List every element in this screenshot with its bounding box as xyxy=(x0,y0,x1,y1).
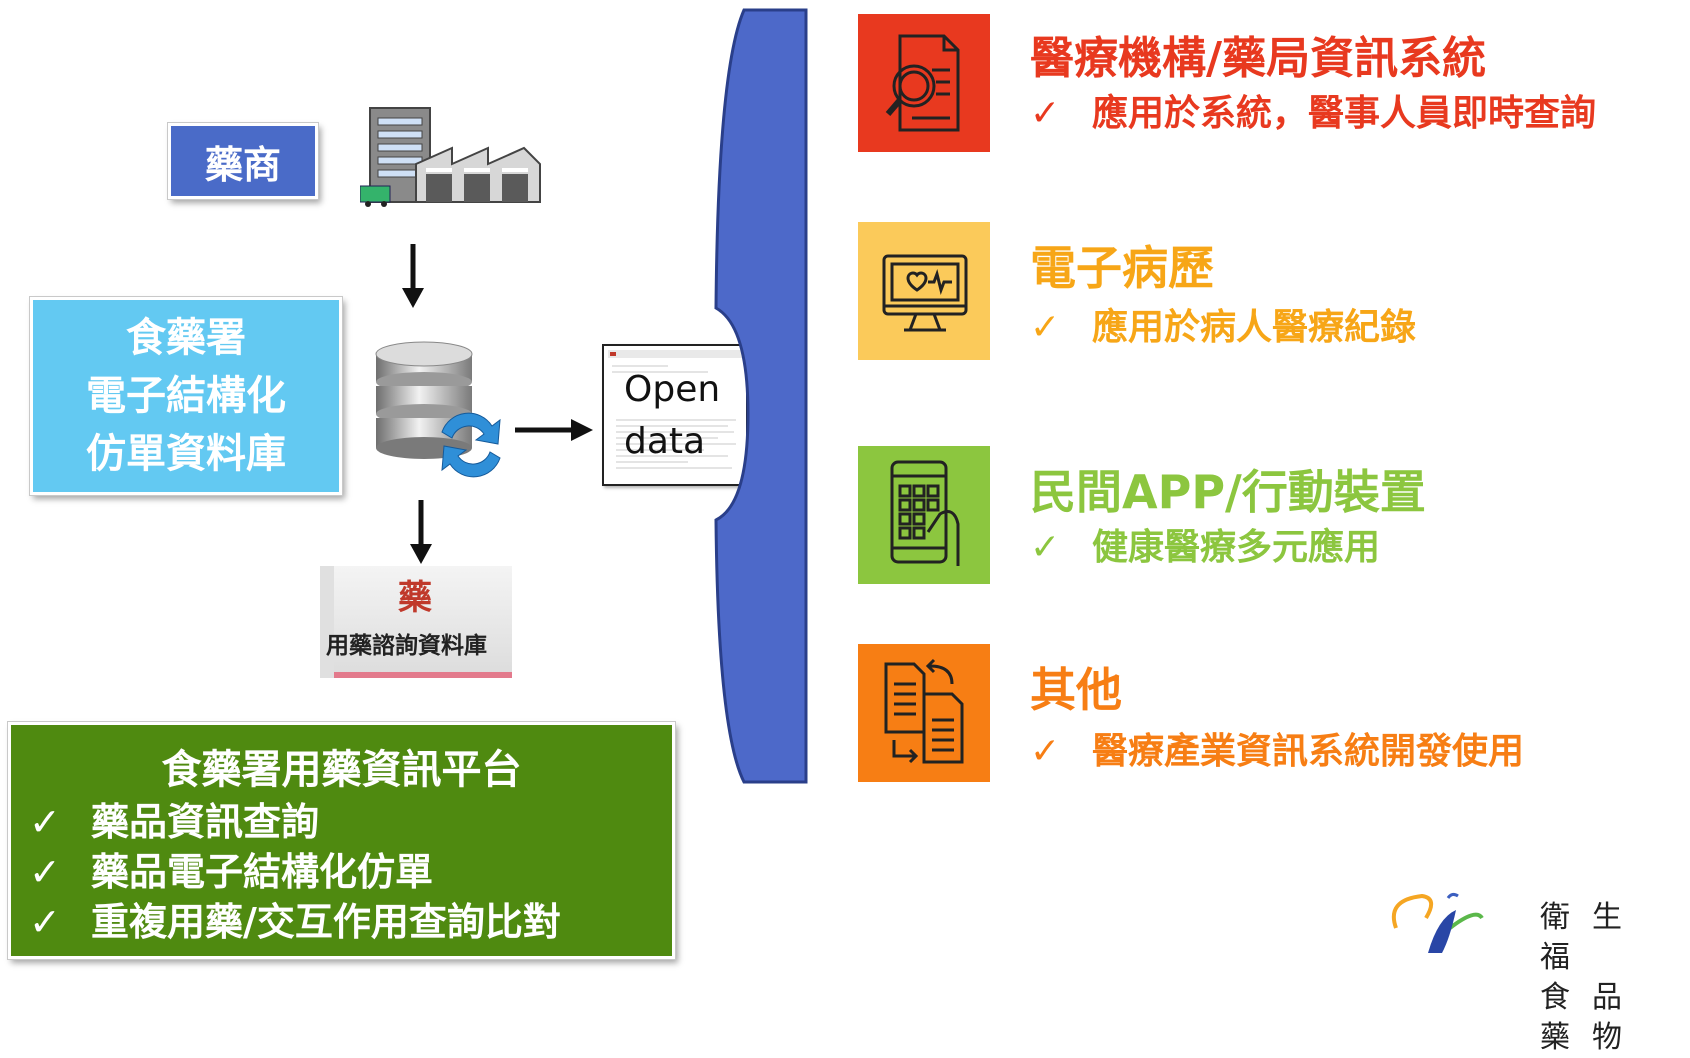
category-title: 民間APP/行動裝置 xyxy=(1030,465,1426,519)
category-title: 其他 xyxy=(1030,663,1122,717)
platform-item: ✓ 藥品資訊查詢 xyxy=(29,791,319,846)
arrow-down-icon xyxy=(410,500,432,564)
tfda-platform-box: 食藥署用藥資訊平台 ✓ 藥品資訊查詢 ✓ 藥品電子結構化仿單 ✓ 重複用藥/交互作用查… xyxy=(7,721,676,960)
database-sync-icon xyxy=(375,341,501,478)
category-title: 醫療機構/藥局資訊系統 xyxy=(1030,33,1487,84)
check-icon: ✓ xyxy=(29,800,61,844)
platform-title: 食藥署用藥資訊平台 xyxy=(161,747,522,793)
check-icon: ✓ xyxy=(1030,93,1061,134)
drug-glyph: 藥 xyxy=(398,578,432,618)
category-desc-text: 應用於病人醫療紀錄 xyxy=(1092,307,1417,348)
distribution-bracket xyxy=(714,8,808,784)
tfda-database-label: 食藥署 電子結構化 仿單資料庫 xyxy=(29,296,343,496)
category-desc: ✓ 應用於病人醫療紀錄 xyxy=(1030,298,1416,350)
platform-item-text: 藥品電子結構化仿單 xyxy=(91,850,434,894)
check-icon: ✓ xyxy=(1030,731,1061,772)
ministry-logo-text: 衛生福 食品藥物 xyxy=(1540,898,1690,1058)
open-data-card: Open data xyxy=(602,344,748,486)
check-icon: ✓ xyxy=(29,850,61,894)
document-search-icon xyxy=(885,34,960,132)
logo-line: 衛生福 xyxy=(1540,900,1644,975)
tile-other xyxy=(858,644,990,782)
category-title: 電子病歷 xyxy=(1030,241,1214,295)
platform-item-text: 重複用藥/交互作用查詢比對 xyxy=(91,900,561,944)
category-desc: ✓ 醫療產業資訊系統開發使用 xyxy=(1030,722,1524,774)
category-desc-text: 醫療產業資訊系統開發使用 xyxy=(1092,731,1525,772)
category-desc-text: 應用於系統，醫事人員即時查詢 xyxy=(1092,93,1597,134)
smartphone-hand-icon xyxy=(890,460,960,566)
tile-emr xyxy=(858,222,990,360)
pharma-company-label: 藥商 xyxy=(167,122,319,200)
platform-item: ✓ 重複用藥/交互作用查詢比對 xyxy=(29,891,561,946)
platform-item: ✓ 藥品電子結構化仿單 xyxy=(29,841,433,896)
check-icon: ✓ xyxy=(1030,527,1061,568)
arrow-right-icon xyxy=(515,419,593,441)
tfda-db-line: 仿單資料庫 xyxy=(86,431,286,477)
category-desc: ✓ 健康醫療多元應用 xyxy=(1030,518,1380,570)
check-icon: ✓ xyxy=(29,900,61,944)
monitor-heartbeat-icon xyxy=(882,254,968,332)
platform-item-text: 藥品資訊查詢 xyxy=(91,800,320,844)
category-desc-text: 健康醫療多元應用 xyxy=(1092,527,1381,568)
factory-icon xyxy=(360,107,541,207)
logo-line: 食品藥物 xyxy=(1540,980,1644,1055)
consult-db-text: 用藥諮詢資料庫 xyxy=(326,632,487,659)
open-data-line: data xyxy=(624,421,706,462)
tile-mobile-app xyxy=(858,446,990,584)
tile-medical-system xyxy=(858,14,990,152)
document-exchange-icon xyxy=(884,658,964,764)
category-desc: ✓ 應用於系統，醫事人員即時查詢 xyxy=(1030,84,1596,136)
pharma-company-text: 藥商 xyxy=(204,142,281,187)
arrow-down-icon xyxy=(402,244,424,308)
ministry-logo-icon xyxy=(1391,892,1484,953)
drug-consult-database-banner: 藥 用藥諮詢資料庫 xyxy=(320,566,512,678)
tfda-db-line: 食藥署 xyxy=(126,315,246,361)
tfda-db-line: 電子結構化 xyxy=(86,373,286,419)
open-data-text: Open data xyxy=(624,364,720,468)
check-icon: ✓ xyxy=(1030,307,1061,348)
document-thumbnail-icon xyxy=(608,350,742,469)
open-data-line: Open xyxy=(624,369,721,410)
